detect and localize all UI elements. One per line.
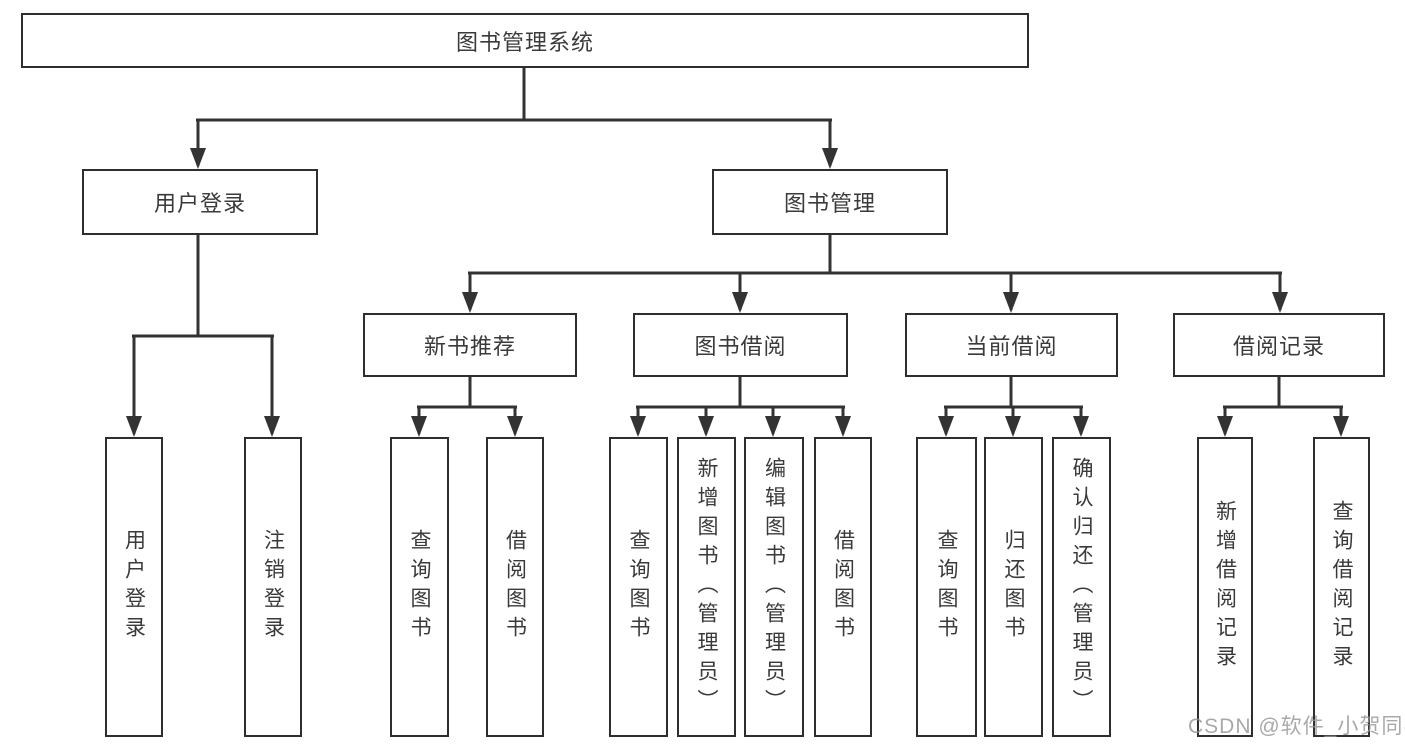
leaf-query-borrow-record: 查询借阅记录 xyxy=(1313,437,1370,737)
leaf-label: 借阅图书 xyxy=(503,529,527,645)
leaf-add-borrow-record: 新增借阅记录 xyxy=(1197,437,1253,737)
leaf-query-books-recommend: 查询图书 xyxy=(390,437,449,737)
leaf-borrow-books-recommend: 借阅图书 xyxy=(486,437,544,737)
node-library-management-system: 图书管理系统 xyxy=(21,13,1029,68)
leaf-label: 用户登录 xyxy=(122,529,146,645)
leaf-label: 编辑图书（管理员） xyxy=(762,456,786,718)
leaf-label: 归还图书 xyxy=(1002,529,1025,645)
leaf-label: 注销登录 xyxy=(261,529,285,645)
leaf-label: 查询图书 xyxy=(627,529,650,645)
leaf-label: 查询图书 xyxy=(935,529,958,645)
node-book-borrowing: 图书借阅 xyxy=(633,313,848,377)
leaf-label: 确认归还（管理员） xyxy=(1070,456,1093,718)
leaf-query-books-current: 查询图书 xyxy=(916,437,977,737)
leaf-label: 新增借阅记录 xyxy=(1213,500,1237,674)
leaf-user-login: 用户登录 xyxy=(105,437,163,737)
leaf-confirm-return-admin: 确认归还（管理员） xyxy=(1052,437,1111,737)
leaf-label: 新增图书（管理员） xyxy=(695,456,718,718)
node-new-book-recommendation: 新书推荐 xyxy=(363,313,577,377)
csdn-watermark: CSDN @软件_小贺同学 xyxy=(1188,715,1405,738)
leaf-logout: 注销登录 xyxy=(244,437,302,737)
node-current-borrowing: 当前借阅 xyxy=(905,313,1118,377)
leaf-label: 借阅图书 xyxy=(831,529,855,645)
leaf-add-book-admin: 新增图书（管理员） xyxy=(677,437,736,737)
node-book-management: 图书管理 xyxy=(712,169,948,235)
leaf-borrow-books-borrowing: 借阅图书 xyxy=(814,437,872,737)
node-user-login: 用户登录 xyxy=(82,169,318,235)
node-borrowing-records: 借阅记录 xyxy=(1173,313,1385,377)
leaf-query-books-borrowing: 查询图书 xyxy=(609,437,668,737)
arrowhead-icons xyxy=(126,148,1349,437)
leaf-label: 查询借阅记录 xyxy=(1330,500,1353,674)
leaf-edit-book-admin: 编辑图书（管理员） xyxy=(744,437,804,737)
leaf-label: 查询图书 xyxy=(408,529,431,645)
leaf-return-books: 归还图书 xyxy=(984,437,1043,737)
